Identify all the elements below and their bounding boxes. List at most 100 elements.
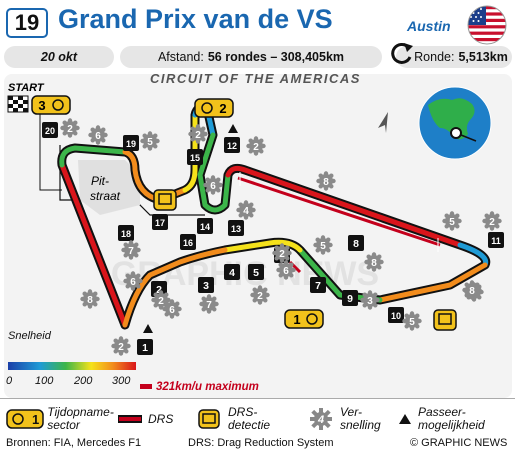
passing-marker [228, 124, 238, 133]
corner-number-label: 9 [347, 293, 353, 305]
corner-number-12: 12 [224, 137, 240, 153]
gear-number: 8 [371, 258, 377, 269]
pit-label-2: straat [90, 189, 121, 203]
round-number-badge: 19 [6, 8, 48, 38]
gear-number: 5 [449, 217, 455, 228]
us-flag-icon [467, 5, 507, 45]
corner-number-label: 5 [253, 267, 259, 279]
corner-number-17: 17 [152, 214, 168, 230]
corner-number-label: 18 [121, 229, 131, 239]
gear-number: 5 [320, 241, 326, 252]
corner-number-14: 14 [197, 218, 213, 234]
race-distance: Afstand:56 rondes – 308,405km [120, 46, 382, 68]
max-speed-swatch [140, 384, 152, 389]
north-arrow-icon [378, 112, 388, 133]
start-line-pointer [39, 112, 62, 191]
drs-detection-legend-text: DRS-detectie [228, 406, 270, 432]
gear-icon: 6 [203, 175, 223, 195]
drs-detection-line2: detectie [228, 418, 271, 432]
race-date: 20 okt [4, 46, 114, 68]
corner-number-label: 16 [183, 238, 193, 248]
gear-icon: 2 [111, 336, 131, 356]
corner-number-label: 8 [353, 238, 359, 250]
footer-sources: Bronnen: FIA, Mercedes F1 [6, 437, 142, 449]
corner-number-label: 12 [227, 141, 237, 151]
gear-icon: 7 [121, 240, 141, 260]
max-speed-label: 321km/u maximum [156, 381, 259, 393]
gear-icon: 8 [364, 252, 384, 272]
drs-legend-icon [118, 415, 142, 423]
gear-icon: 2 [250, 285, 270, 305]
gear-icon: 6 [276, 260, 296, 280]
corner-number-20: 20 [42, 122, 58, 138]
infield [78, 160, 140, 215]
gear-icon: 6 [123, 271, 143, 291]
gear-icon: 3 [360, 290, 380, 310]
speed-tick: 0 [6, 375, 13, 387]
gear-number: 2 [257, 291, 263, 302]
corner-number-8: 8 [348, 235, 364, 251]
city-label: Austin [407, 18, 451, 34]
corner-number-label: 13 [231, 224, 241, 234]
corner-number-7: 7 [310, 277, 326, 293]
info-row: 20 okt Afstand:56 rondes – 308,405km Ron… [0, 46, 515, 70]
legend-sector: 1 Tijdopname-sector [6, 402, 118, 436]
gear-number: 2 [158, 296, 164, 307]
gear-icon: 5 [402, 311, 422, 331]
footer-copyright: © GRAPHIC NEWS [410, 437, 508, 449]
corner-number-1: 1 [137, 339, 153, 355]
gear-legend-icon: 4 [310, 408, 332, 430]
corner-number-label: 15 [190, 153, 200, 163]
corner-number-label: 10 [391, 311, 401, 321]
legend-drs-detection: DRS-detectie [198, 402, 306, 436]
corner-number-19: 19 [123, 135, 139, 151]
gear-icon: 7 [199, 294, 219, 314]
passing-legend-text: Passeer-mogelijkheid [418, 406, 485, 432]
gear-icon: 8 [80, 289, 100, 309]
corner-number-15: 15 [187, 149, 203, 165]
corner-number-label: 17 [155, 218, 165, 228]
gear-number: 2 [489, 217, 495, 228]
lap-length: Ronde:5,513km [396, 46, 512, 68]
speed-tick: 300 [112, 375, 131, 387]
legend-divider [0, 398, 515, 399]
lap-value: 5,513km [458, 50, 508, 64]
gear-number: 8 [323, 177, 329, 188]
gear-number: 6 [130, 277, 136, 288]
distance-label: Afstand: [157, 50, 204, 64]
gear-icon: 2 [60, 118, 80, 138]
corner-number-5: 5 [248, 264, 264, 280]
gear-number: 7 [206, 300, 212, 311]
passing-marker [143, 324, 153, 333]
sector-legend-icon [6, 409, 44, 429]
gear-number: 2 [195, 130, 201, 141]
sector-marker-2-label: 2 [219, 101, 226, 116]
sector-marker-3-label: 3 [38, 98, 45, 113]
sector-marker-1: 1 [284, 309, 324, 329]
start-label: START [8, 82, 45, 94]
gear-markers: 26582246652226762838857258 [60, 118, 502, 356]
gear-legend-line1: Ver- [340, 405, 363, 419]
gear-number: 6 [210, 181, 216, 192]
sector-legend-number: 1 [32, 411, 40, 427]
sector-marker-2: 2 [194, 98, 234, 118]
corner-number-label: 7 [315, 280, 321, 292]
corner-number-label: 11 [491, 236, 501, 246]
corner-number-label: 20 [45, 126, 55, 136]
page-title: Grand Prix van de VS [58, 4, 333, 34]
gear-icon: 8 [462, 280, 482, 300]
corner-number-11: 11 [488, 232, 504, 248]
passing-legend-line2: mogelijkheid [418, 418, 485, 432]
passing-legend-line1: Passeer- [418, 405, 466, 419]
gear-icon: 6 [162, 299, 182, 319]
corner-number-9: 9 [342, 290, 358, 306]
footer-drs-note: DRS: Drag Reduction System [188, 437, 334, 449]
corner-number-10: 10 [388, 307, 404, 323]
gear-legend-number: 4 [317, 414, 324, 426]
gear-number: 2 [279, 249, 285, 260]
gear-icon: 8 [316, 171, 336, 191]
drs-detection-marker [433, 309, 457, 331]
gear-number: 2 [67, 124, 73, 135]
sector-legend-text: Tijdopname-sector [47, 406, 114, 432]
